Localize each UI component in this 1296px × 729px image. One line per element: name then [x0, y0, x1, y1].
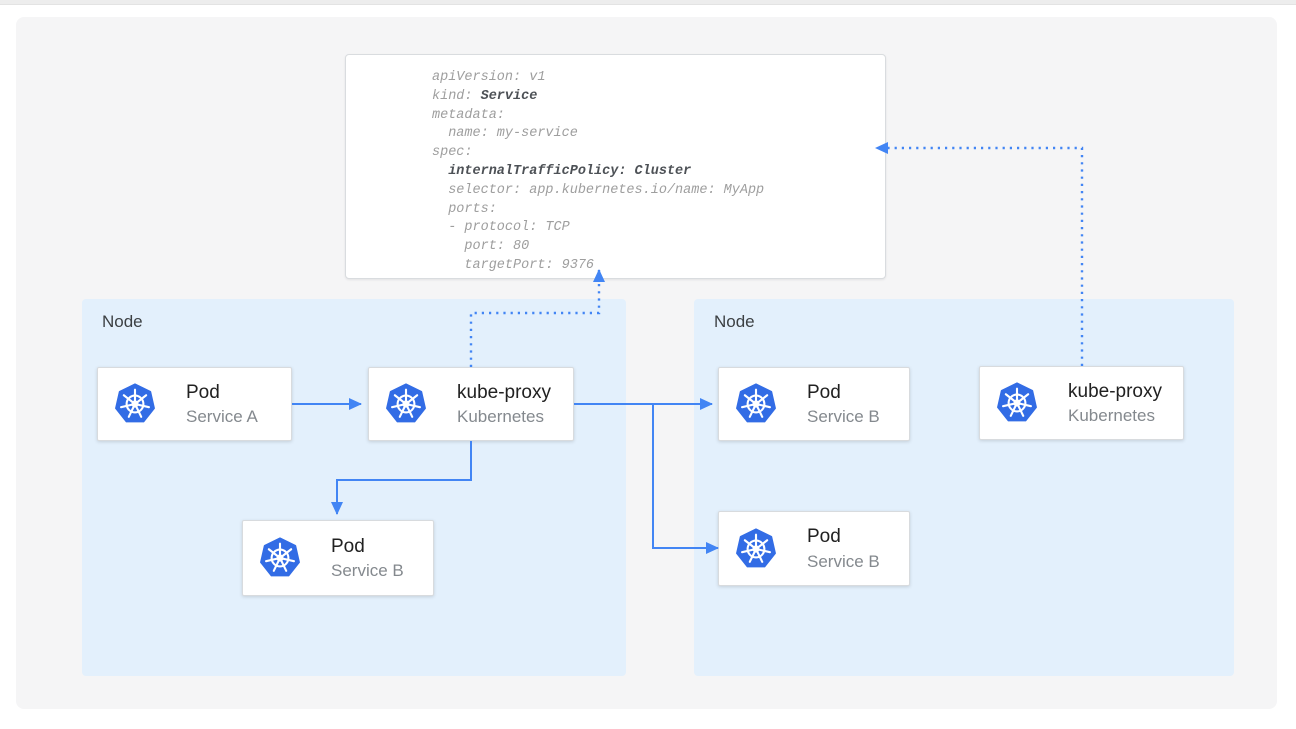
kubernetes-icon [259, 537, 301, 579]
card-title: kube-proxy [1068, 380, 1162, 402]
kube-proxy-right-card: kube-proxy Kubernetes [979, 366, 1184, 440]
card-title: Pod [807, 526, 841, 547]
kube-proxy-left-card: kube-proxy Kubernetes [368, 367, 574, 441]
card-subtitle: Service B [807, 407, 880, 427]
card-subtitle: Kubernetes [1068, 406, 1155, 426]
kubernetes-icon [996, 382, 1038, 424]
node-box-left: Node [82, 299, 626, 676]
card-title: Pod [331, 535, 365, 557]
card-subtitle: Service B [807, 551, 880, 571]
top-divider [0, 0, 1296, 5]
card-title: Pod [807, 381, 841, 403]
pod-service-b-right-bottom-card: Pod Service B [718, 511, 910, 586]
pod-service-b-left-card: Pod Service B [242, 520, 434, 596]
card-title: Pod [186, 381, 220, 403]
pod-service-a-card: Pod Service A [97, 367, 292, 441]
node-label: Node [102, 312, 143, 331]
kubernetes-icon [385, 383, 427, 425]
kubernetes-icon [735, 528, 777, 570]
card-subtitle: Service A [186, 407, 258, 427]
kubernetes-icon [735, 383, 777, 425]
card-subtitle: Service B [331, 561, 404, 581]
card-subtitle: Kubernetes [457, 407, 544, 427]
node-box-right: Node [694, 299, 1234, 676]
card-title: kube-proxy [457, 381, 551, 403]
kubernetes-icon [114, 383, 156, 425]
node-label: Node [714, 312, 755, 331]
pod-service-b-right-top-card: Pod Service B [718, 367, 910, 441]
